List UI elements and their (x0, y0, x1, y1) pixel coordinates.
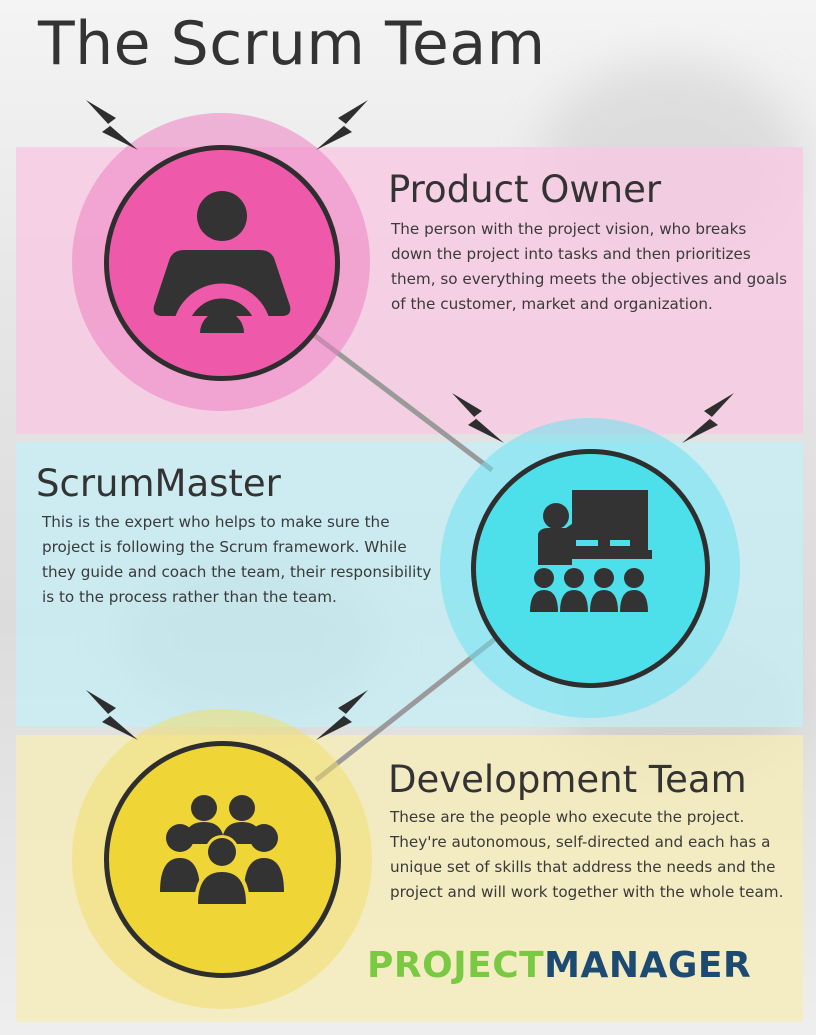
scrum-master-heading: ScrumMaster (36, 462, 281, 505)
scrum-master-circle (471, 449, 710, 688)
lightning-bolt-icon (452, 393, 504, 443)
lightning-bolt-icon (86, 100, 138, 150)
product-owner-heading: Product Owner (388, 168, 662, 211)
page-title: The Scrum Team (38, 9, 546, 79)
lightning-bolt-icon (86, 690, 138, 740)
development-team-heading: Development Team (388, 758, 747, 801)
product-owner-description: The person with the project vision, who … (391, 220, 788, 313)
development-team-description: These are the people who execute the pro… (390, 808, 784, 901)
teacher-icon (530, 490, 652, 612)
logo-part-project: PROJECT (367, 945, 545, 986)
scrum-master-description: This is the expert who helps to make sur… (42, 513, 432, 606)
logo-part-manager: MANAGER (544, 945, 752, 986)
group-icon (160, 795, 284, 906)
lightning-bolt-icon (316, 100, 368, 150)
lightning-bolt-icon (682, 393, 734, 443)
product-owner-icon (153, 191, 291, 333)
projectmanager-logo: PROJECTMANAGER (367, 944, 751, 988)
lightning-bolt-icon (316, 690, 368, 740)
